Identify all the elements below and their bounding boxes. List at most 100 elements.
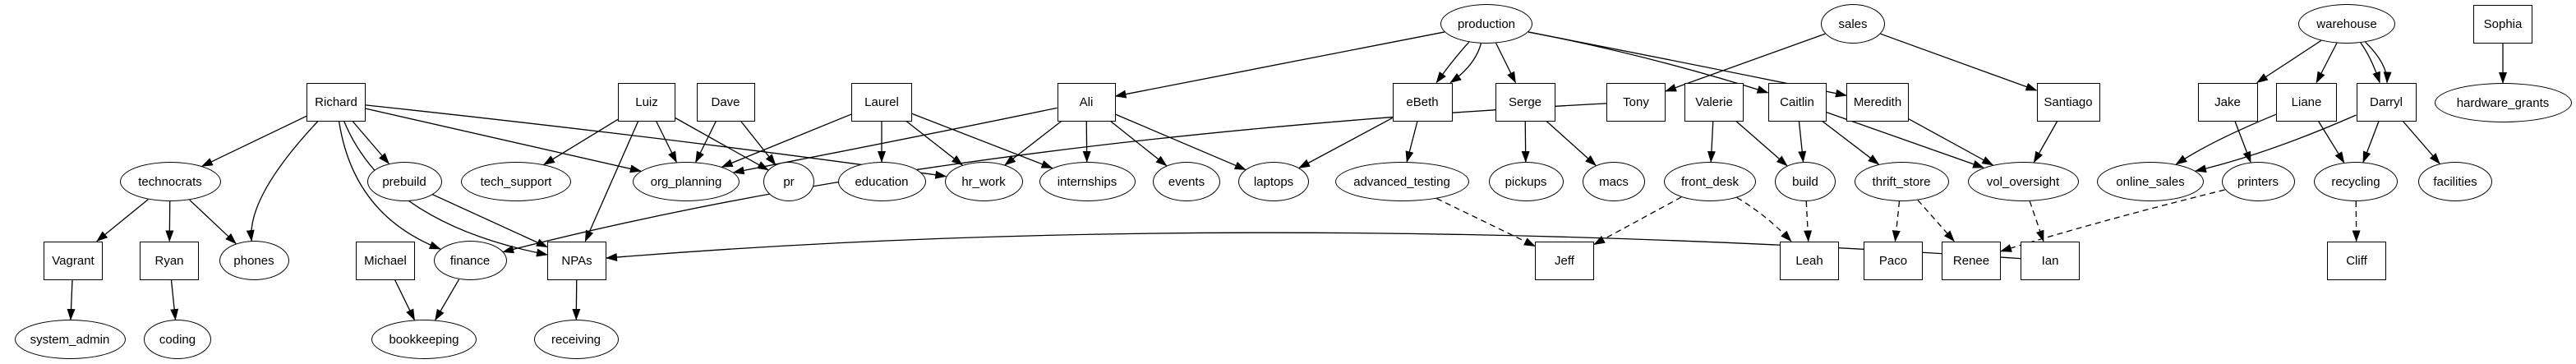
node-production: production [1440,4,1532,44]
edge-build-Leah-dashed [1804,200,1813,242]
node-Luiz: Luiz [618,82,675,122]
node-vol_oversight: vol_oversight [1967,162,2079,201]
edge-thrift_store-Paco-dashed [1892,200,1901,242]
node-eBeth: eBeth [1392,82,1453,122]
node-label: printers [2237,174,2279,189]
node-build: build [1775,162,1836,201]
node-Caitlin: Caitlin [1767,82,1827,122]
edge-production-Serge [1495,43,1516,84]
node-label: front_desk [1680,174,1740,189]
node-label: phones [233,253,274,268]
node-label: Caitlin [1780,94,1814,109]
edge-Richard-prebuild [352,121,389,164]
node-label: coding [159,332,196,347]
edge-Luiz-pr [675,117,769,171]
edge-printers-Renee-dashed [2000,189,2225,252]
node-label: events [1168,174,1205,189]
edge-front_desk-Jeff-dashed [1593,196,1682,246]
node-pickups: pickups [1488,162,1564,201]
node-technocrats: technocrats [119,162,221,201]
node-NPAs: NPAs [547,241,606,280]
edge-Laurel-internships [911,113,1053,169]
node-tech_support: tech_support [461,162,571,201]
node-label: hardware_grants [2456,95,2550,110]
edge-Ali-events [1110,120,1168,167]
node-events: events [1153,162,1220,201]
node-Darryl: Darryl [2356,82,2417,122]
node-label: hr_work [961,174,1006,189]
edge-warehouse-Darryl [2360,42,2380,84]
node-label: Renee [1952,253,1990,268]
edge-Darryl-facilities [2402,121,2440,164]
node-Renee: Renee [1942,241,2001,280]
edge-Ali-laptops [1115,113,1247,171]
node-label: warehouse [2316,16,2377,31]
edge-Liane-recycling [2317,121,2345,164]
edge-Richard-org_planning [365,108,642,173]
node-sales: sales [1821,4,1885,44]
edge-Valerie-build [1735,121,1788,167]
node-label: Valerie [1695,94,1733,109]
edge-Ali-hr_work [1004,120,1062,166]
edge-Luiz-org_planning [656,121,677,164]
edge-Ryan-coding [170,279,179,321]
edge-Caitlin-vol_oversight [1826,111,1985,168]
edge-Dave-pr [740,121,776,166]
node-label: pr [783,174,795,189]
edge-Ali-internships [1082,121,1091,163]
node-label: Tony [1623,94,1649,109]
node-Ali: Ali [1057,82,1116,122]
node-education: education [837,162,926,201]
node-label: Liane [2291,94,2322,109]
node-label: Cliff [2346,253,2367,268]
node-label: Santiago [2044,94,2093,109]
edge-NPAs-receiving [572,279,581,320]
node-front_desk: front_desk [1664,162,1756,201]
node-online_sales: online_sales [2097,162,2204,201]
edge-production-Ali [1114,31,1445,99]
node-label: build [1792,174,1818,189]
node-Meredith: Meredith [1846,82,1909,122]
edge-Serge-pickups [1521,121,1530,163]
node-Paco: Paco [1864,241,1923,280]
edge-Vagrant-system_admin [67,279,76,321]
edge-prebuild-NPAs [432,194,548,248]
node-org_planning: org_planning [633,162,740,201]
node-label: pickups [1505,174,1547,189]
node-label: technocrats [138,174,202,189]
node-Leah: Leah [1780,241,1839,280]
node-Sophia: Sophia [2473,4,2532,44]
node-label: Jake [2214,94,2241,109]
node-label: sales [1838,16,1868,31]
edge-Dave-org_planning [695,121,717,164]
edge-Darryl-online_sales [2194,114,2357,173]
edge-production-eBeth [1435,41,1470,84]
node-label: thrift_store [1872,174,1931,189]
node-label: org_planning [650,174,722,189]
edge-Laurel-hr_work [906,120,964,166]
edge-Darryl-recycling [2362,121,2380,164]
node-prebuild: prebuild [366,162,442,201]
edge-Luiz-tech_support [543,118,619,165]
edge-recycling-Cliff-dashed [2352,200,2361,242]
node-label: Serge [1508,94,1542,109]
node-label: Luiz [635,94,658,109]
node-system_admin: system_admin [14,320,126,359]
node-thrift_store: thrift_store [1854,162,1949,201]
node-label: receiving [551,332,601,347]
node-label: vol_oversight [1986,174,2060,189]
node-Dave: Dave [696,82,755,122]
node-label: Paco [1878,253,1908,268]
node-Ian: Ian [2021,241,2080,280]
edge-sales-Tony [1665,33,1826,92]
edge-Richard-technocrats [200,115,307,167]
node-label: tech_support [480,174,552,189]
node-Richard: Richard [306,82,366,122]
node-label: bookkeeping [389,332,459,347]
node-finance: finance [433,241,507,280]
edge-advanced_testing-Jeff-dashed [1436,197,1536,247]
node-Valerie: Valerie [1684,82,1744,122]
node-label: Laurel [864,94,899,109]
edge-technocrats-Ryan [165,200,174,242]
node-label: Michael [364,253,407,268]
